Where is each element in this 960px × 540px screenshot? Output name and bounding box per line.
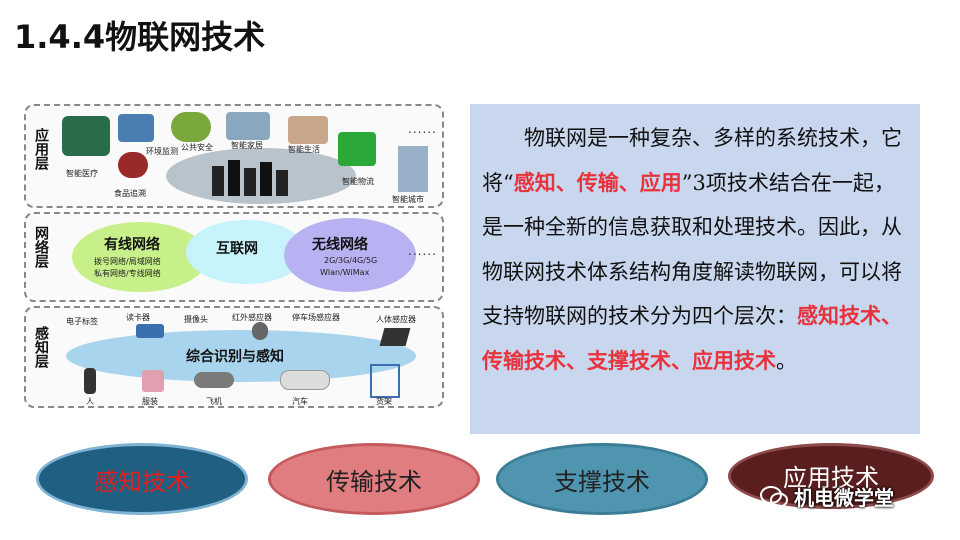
item-label: 汽车 [292,397,308,406]
highlight-text: 感知技术、传输技术、支撑技术、应用技术 [482,303,902,373]
layer-label: 感知层 [32,326,50,373]
iot-architecture-diagram: 应用层 环境监测 公共安全 智能家居 智能生活 智能医疗 食品追溯 智能物流 智… [24,104,444,409]
item-label: 红外感应器 [232,313,272,322]
logistics-image [338,132,376,166]
item-label: 读卡器 [126,313,150,322]
item-label: 智能物流 [342,177,374,186]
page-title: 1.4.4物联网技术 [14,18,266,56]
item-label: 人体感应器 [376,315,416,324]
car-image [280,370,330,390]
wired-sub-label: 私有网络/专线网络 [94,269,161,278]
description-box: 物联网是一种复杂、多样的系统技术，它将“感知、传输、应用”3项技术结合在一起，是… [470,104,920,434]
transmission-tech-pill: 传输技术 [268,443,480,515]
item-label: 公共安全 [181,143,213,152]
perception-layer: 感知层 综合识别与感知 电子标签 读卡器 摄像头 红外感应器 停车场感应器 人体… [24,306,444,408]
wechat-icon [760,485,788,507]
item-label: 智能家居 [231,141,263,150]
food-image [118,152,148,178]
layer-label: 应用层 [32,128,50,175]
item-label: 食品追溯 [114,189,146,198]
item-label: 环境监测 [146,147,178,156]
wireless-sub-label: 2G/3G/4G/5G [324,256,378,265]
smart-life-image [288,116,328,144]
body-sensor-image [379,328,411,346]
wired-network-cloud [72,222,208,292]
medical-image [62,116,110,156]
infrared-sensor-image [252,322,268,340]
card-reader-image [136,324,164,338]
wireless-sub-label: Wlan/WiMax [320,268,370,277]
layer-label-text: 感知层 [33,326,49,368]
item-label: 货架 [376,397,392,406]
internet-label: 互联网 [216,241,258,257]
layer-label-text: 应用层 [33,128,49,170]
layer-label: 网络层 [32,226,50,273]
support-tech-pill: 支撑技术 [496,443,708,515]
text-segment: 。 [776,348,797,373]
item-label: 人 [86,397,94,406]
person-image [84,368,96,394]
highlight-text: 感知、传输、应用 [513,169,682,195]
wireless-network-label: 无线网络 [312,237,368,253]
more-dots: ...... [408,122,437,136]
security-image [171,112,211,142]
shelf-image [370,364,400,398]
city-image [398,146,428,192]
aircraft-image [194,372,234,388]
application-layer: 应用层 环境监测 公共安全 智能家居 智能生活 智能医疗 食品追溯 智能物流 智… [24,104,444,208]
item-label: 摄像头 [184,315,208,324]
wired-sub-label: 拨号网络/局域网络 [94,257,161,266]
server-icon [212,160,288,196]
item-label: 智能生活 [288,145,320,154]
perception-cloud [66,330,416,382]
watermark: 机电微学堂 [760,482,894,511]
perception-tech-pill: 感知技术 [36,443,248,515]
text-segment: 物联网是一种复杂、多样的系统技术，它将“ [482,126,902,195]
item-label: 停车场感应器 [292,313,340,322]
layer-label-text: 网络层 [33,226,49,268]
text-segment: ”3项技术结合在一起，是一种全新的信息获取和处理技术。因此，从物联网技术体系结构… [482,170,902,329]
item-label: 飞机 [206,397,222,406]
item-label: 电子标签 [66,317,98,326]
item-label: 智能医疗 [66,169,98,178]
environment-image [118,114,154,142]
watermark-text: 机电微学堂 [794,486,894,510]
network-layer: 网络层 有线网络 拨号网络/局域网络 私有网络/专线网络 互联网 无线网络 2G… [24,212,444,302]
description-paragraph: 物联网是一种复杂、多样的系统技术，它将“感知、传输、应用”3项技术结合在一起，是… [482,116,912,383]
item-label: 服装 [142,397,158,406]
perception-center-label: 综合识别与感知 [186,349,284,365]
wired-network-label: 有线网络 [104,237,160,253]
wireless-network-cloud [284,218,416,292]
item-label: 智能城市 [392,195,424,204]
more-dots: ...... [408,244,437,258]
smart-home-image [226,112,270,140]
clothing-image [142,370,164,392]
